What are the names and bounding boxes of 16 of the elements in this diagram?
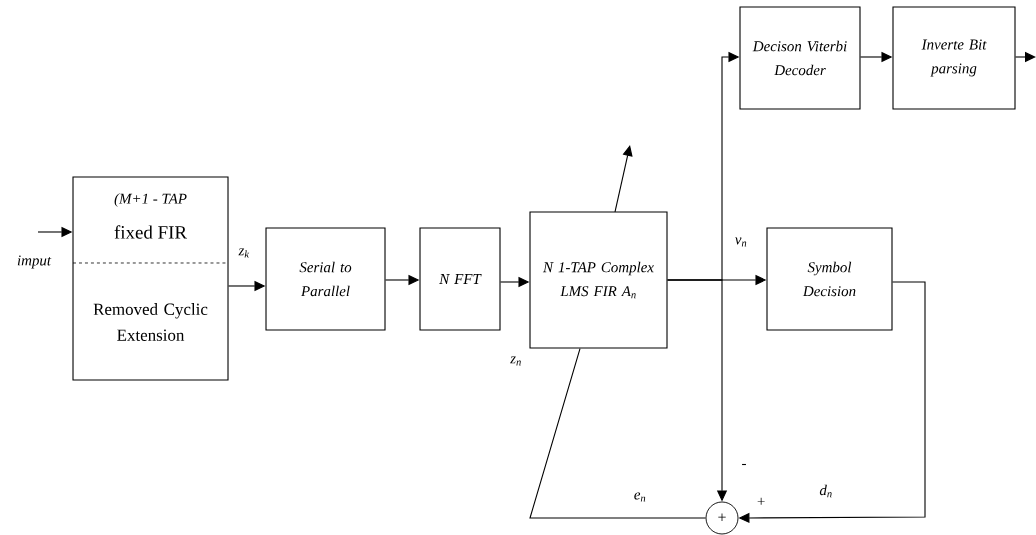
sign-label: - (742, 463, 746, 466)
signal-label: z$_{n}$ (510, 356, 521, 366)
edge-label: d$_{n}$ (819, 484, 832, 498)
summing-junction: + (705, 501, 739, 535)
process-box: Symbol Decision (766, 227, 893, 331)
edge-label: imput (17, 255, 52, 269)
process-box: Inverte Bit parsing (892, 6, 1016, 110)
process-box: N FFT (419, 227, 501, 331)
edge-label: z$_{k}$ (238, 248, 250, 258)
edge-label: e$_{n}$ (634, 492, 646, 502)
sign-label: + (757, 497, 765, 505)
process-box: N 1-TAP Complex LMS FIR A$_{n}$ (529, 211, 668, 349)
edge-label: v$_{n}$ (735, 237, 747, 247)
process-box: Decison Viterbi Decoder (739, 6, 861, 110)
process-box: Serial to Parallel (265, 227, 386, 331)
filter-box: (M+1 - TAP fixed FIR Removed Cyclic Extension (72, 176, 229, 381)
